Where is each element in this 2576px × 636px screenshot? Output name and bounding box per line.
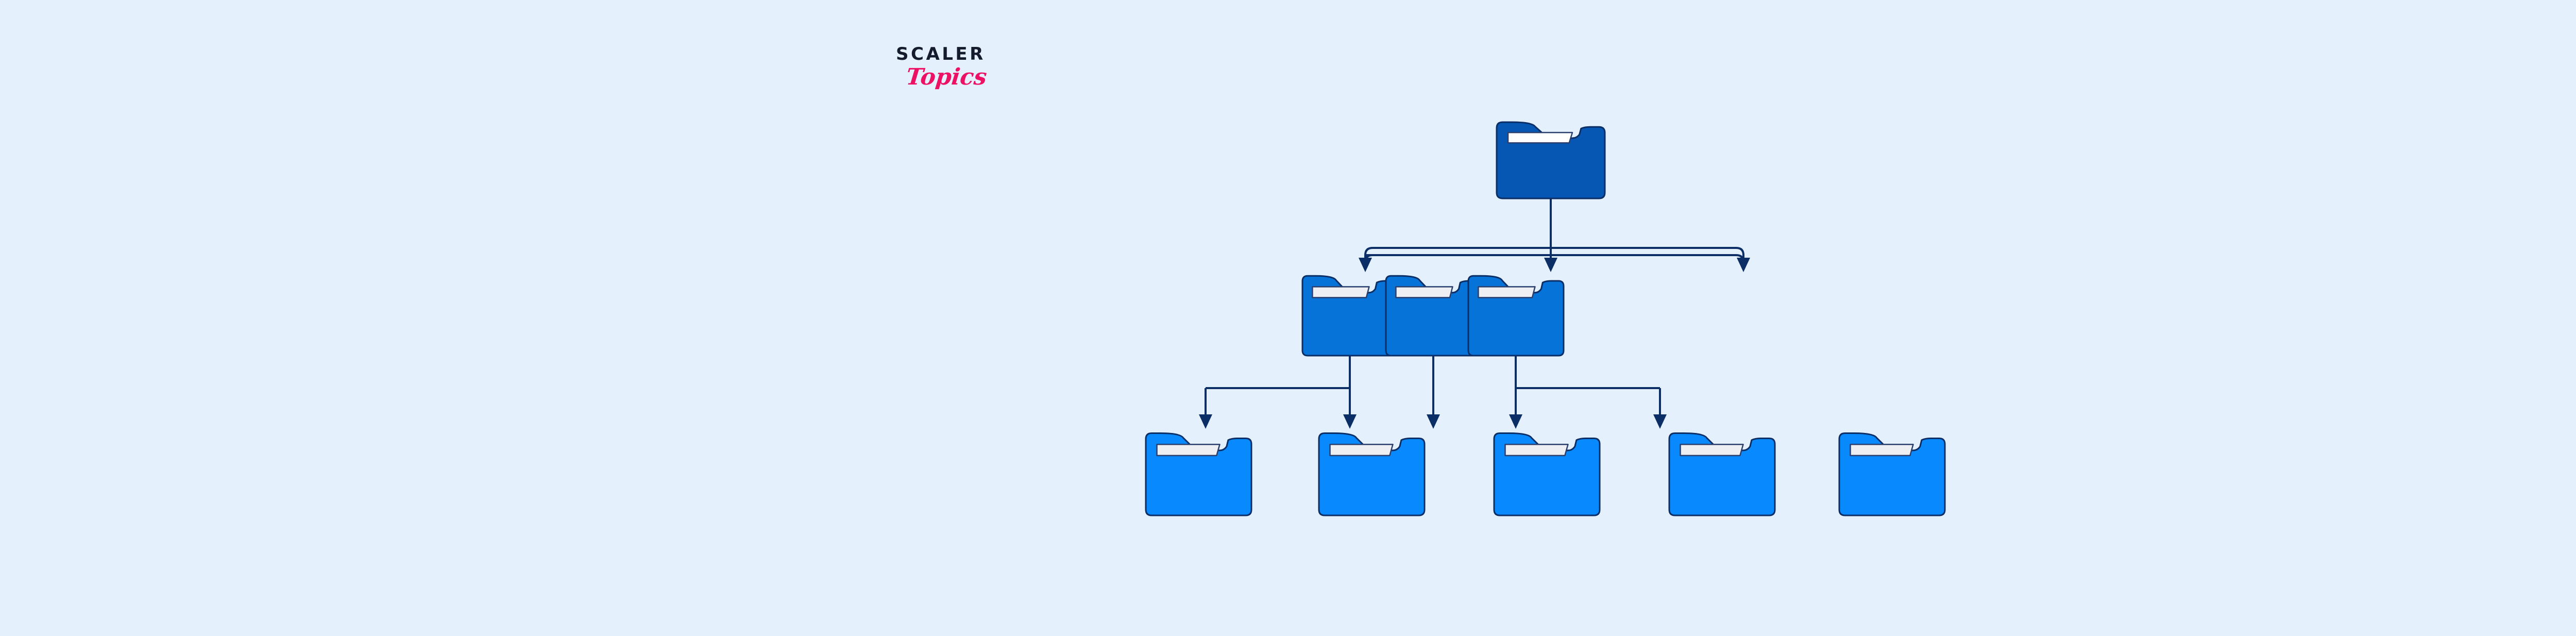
arrowhead-l1b-to-leaf3 [1427,414,1440,429]
connector-root-bus-bar [1364,247,1744,260]
folder-icon[interactable]: leaf-folder-5 [1838,432,1946,516]
folder-icon[interactable]: leaf-folder-2 [1318,432,1426,516]
connector-group-root-to-level1 [1359,198,1750,272]
folder-icon[interactable]: subfolder-b [1385,275,1482,357]
folder-icon[interactable]: leaf-folder-4 [1668,432,1776,516]
folder-tab-strip [1504,443,1569,457]
folder-icon[interactable]: root-folder [1496,121,1606,199]
folder-icon[interactable]: leaf-folder-1 [1145,432,1252,516]
folder-tab-strip [1680,443,1744,457]
folder-tab-strip [1478,286,1536,298]
folder-icon[interactable]: leaf-folder-3 [1493,432,1601,516]
folder-tab-strip [1312,286,1370,298]
arrowhead-l1a-to-leaf2 [1343,414,1357,429]
folder-tab-strip [1507,131,1573,144]
arrowhead-root-to-l1c [1737,258,1750,272]
arrowhead-root-to-l1b [1544,258,1557,272]
folder-tab-strip [1395,286,1453,298]
folder-icon[interactable]: subfolder-c [1467,275,1565,357]
folder-icon[interactable]: subfolder-a [1301,275,1399,357]
logo-wordmark-scaler: SCALER [896,44,986,64]
folder-tab-strip [1156,443,1221,457]
folder-tab-strip [1850,443,1914,457]
folder-tab-strip [1329,443,1394,457]
arrowhead-root-to-l1a [1359,258,1372,272]
arrowhead-l1c-to-leaf4 [1509,414,1522,429]
scaler-topics-logo: SCALER Topics [894,45,1028,107]
connector-group-l1b-to-leaf3 [1427,356,1440,429]
arrowhead-l1a-to-leaf1 [1199,414,1212,429]
arrowhead-l1c-to-leaf5 [1653,414,1667,429]
folder-node-layer: root-folder subfolder-asubfolder-bsubfold… [1145,121,1946,516]
connector-group-l1a-to-leaves [1199,356,1357,429]
connector-group-l1c-to-leaves [1509,356,1667,429]
